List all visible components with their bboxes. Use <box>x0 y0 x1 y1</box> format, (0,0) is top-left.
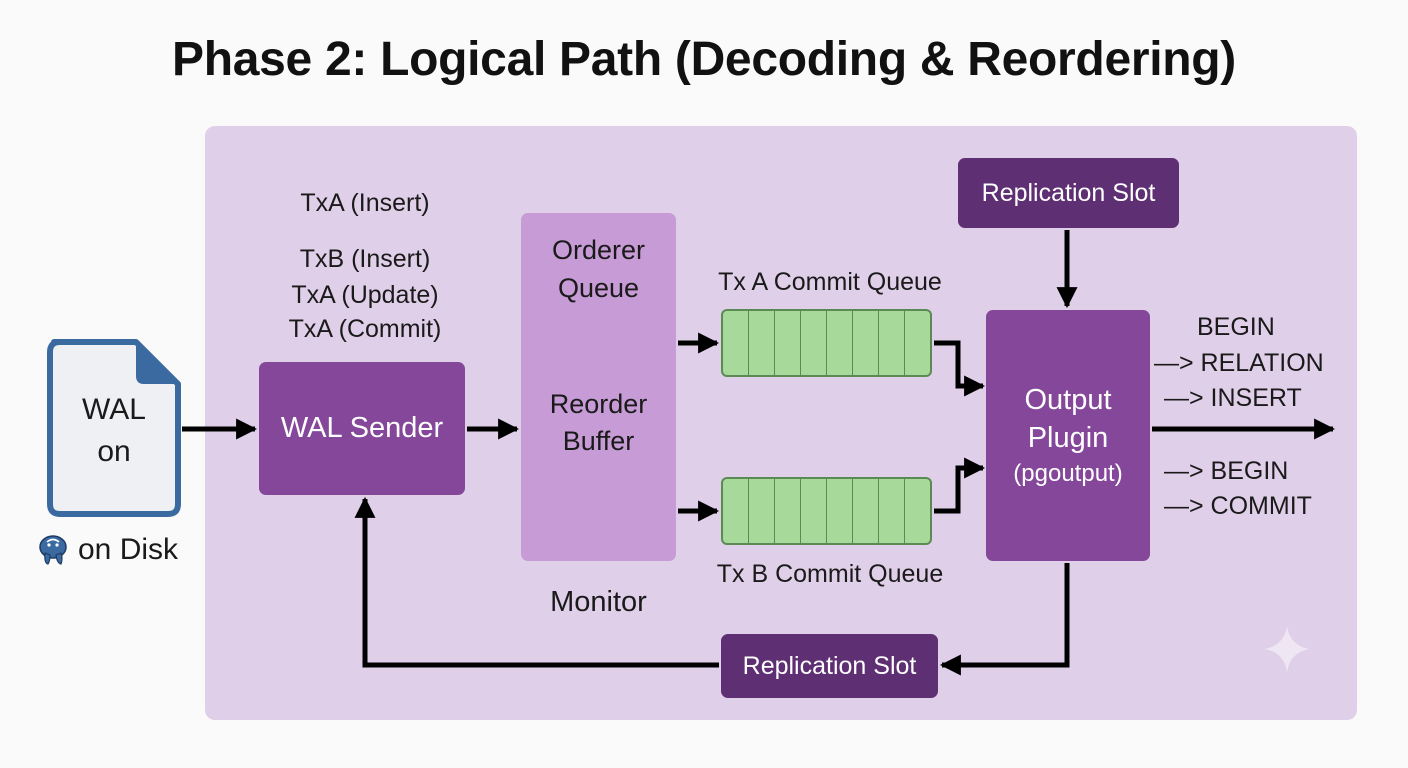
queue-cell <box>723 311 749 375</box>
arrow-bottom-slot-to-sender <box>354 496 719 668</box>
monitor-caption: Monitor <box>550 586 647 618</box>
queue-cell <box>879 479 905 543</box>
output-plugin-box: Output Plugin (pgoutput) <box>986 310 1150 561</box>
arrow-queue-b-to-plugin <box>934 457 986 514</box>
output-stream-5: —> COMMIT <box>1164 492 1312 520</box>
wal-sender-label: WAL Sender <box>280 412 444 444</box>
output-stream-4: —> BEGIN <box>1164 457 1289 485</box>
replication-slot-bottom-label: Replication Slot <box>742 651 917 680</box>
wal-file-icon <box>47 339 181 517</box>
output-plugin-line2: Plugin <box>1027 421 1109 454</box>
queue-cell <box>775 311 801 375</box>
tx-a-commit-queue <box>721 309 932 377</box>
tx-a-queue-label: Tx A Commit Queue <box>718 268 942 296</box>
queue-cell <box>801 479 827 543</box>
queue-cell <box>749 311 775 375</box>
sparkle-icon <box>1264 626 1310 672</box>
output-stream-2: —> RELATION <box>1154 349 1324 377</box>
queue-cell <box>827 479 853 543</box>
queue-cell <box>853 311 879 375</box>
orderer-box <box>521 213 676 561</box>
queue-cell <box>879 311 905 375</box>
wal-file-caption: on Disk <box>78 533 179 566</box>
replication-slot-top-label: Replication Slot <box>981 178 1156 207</box>
reorder-buffer-line1: Reorder <box>549 389 648 419</box>
replication-slot-bottom: Replication Slot <box>721 634 938 698</box>
tx-b-commit-queue <box>721 477 932 545</box>
orderer-queue-line1: Orderer <box>551 235 646 265</box>
queue-cell <box>801 311 827 375</box>
queue-cell <box>775 479 801 543</box>
tx-event-4: TxA (Commit) <box>288 315 442 343</box>
output-plugin-line3: (pgoutput) <box>1013 459 1123 487</box>
wal-file-label-line2: on <box>97 435 131 468</box>
queue-cell <box>723 479 749 543</box>
wal-sender-box: WAL Sender <box>259 362 465 495</box>
tx-event-3: TxA (Update) <box>291 281 439 309</box>
output-plugin-line1: Output <box>1024 383 1112 416</box>
tx-event-1: TxA (Insert) <box>300 189 430 217</box>
queue-cell <box>827 311 853 375</box>
replication-slot-top: Replication Slot <box>958 158 1179 228</box>
tx-event-2: TxB (Insert) <box>299 245 431 273</box>
arrow-plugin-to-bottom-slot <box>939 563 1070 676</box>
postgres-elephant-icon <box>39 535 67 565</box>
orderer-queue-line2: Queue <box>557 273 640 303</box>
output-stream-1: BEGIN <box>1197 313 1275 341</box>
reorder-buffer-line2: Buffer <box>562 426 635 456</box>
diagram-title: Phase 2: Logical Path (Decoding & Reorde… <box>172 33 1236 86</box>
queue-cell <box>749 479 775 543</box>
tx-b-queue-label: Tx B Commit Queue <box>716 560 944 588</box>
arrow-queue-a-to-plugin <box>934 340 986 397</box>
wal-file-label-line1: WAL <box>82 393 146 426</box>
queue-cell <box>853 479 879 543</box>
output-stream-3: —> INSERT <box>1164 384 1302 412</box>
